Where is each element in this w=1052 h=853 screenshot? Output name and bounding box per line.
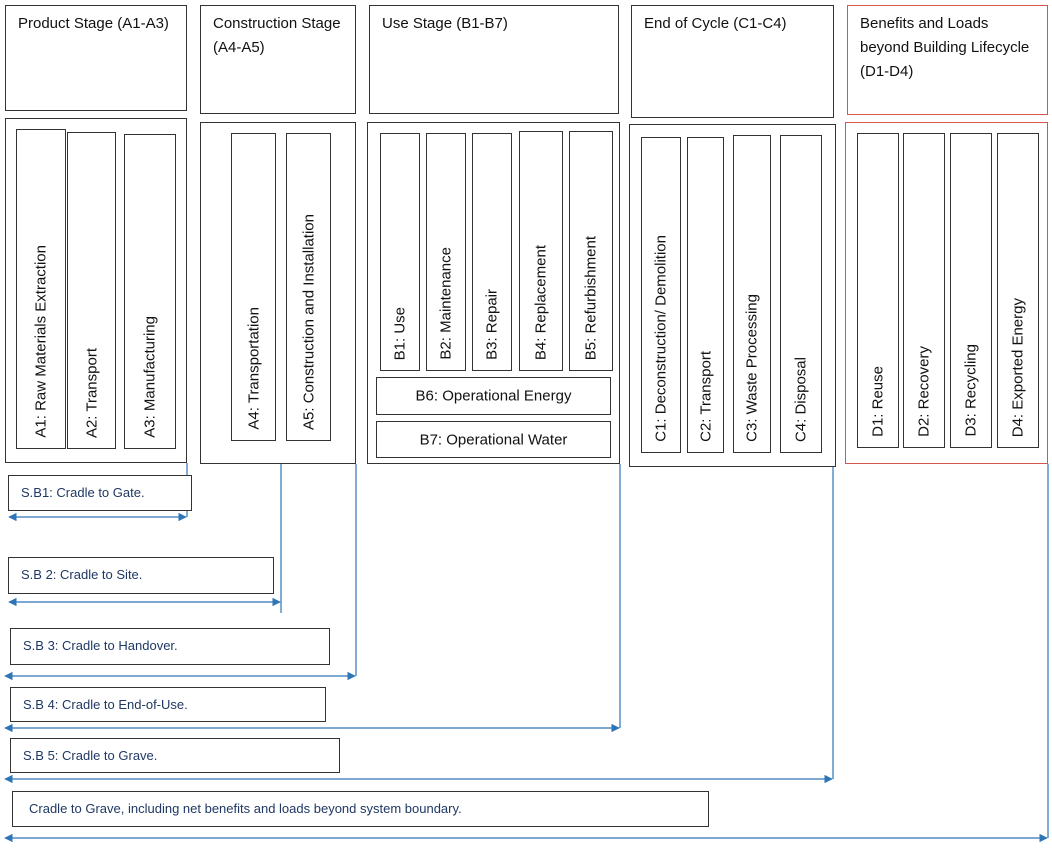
stage-title-use: Use Stage (B1-B7) xyxy=(382,15,508,32)
stage-panel-benefits: D1: Reuse D2: Recovery D3: Recycling D4:… xyxy=(845,122,1048,464)
module-d1: D1: Reuse xyxy=(857,133,899,448)
module-b1: B1: Use xyxy=(380,133,420,371)
module-d4: D4: Exported Energy xyxy=(997,133,1039,448)
module-c2: C2: Transport xyxy=(687,137,724,453)
module-a3: A3: Manufacturing xyxy=(124,134,176,449)
module-c4: C4: Disposal xyxy=(780,135,822,453)
module-c3: C3: Waste Processing xyxy=(733,135,771,453)
stage-title-construction: Construction Stage (A4-A5) xyxy=(213,15,341,56)
boundary-label-sb4: S.B 4: Cradle to End-of-Use. xyxy=(10,687,326,722)
module-b6: B6: Operational Energy xyxy=(376,377,611,415)
boundary-label-sb3: S.B 3: Cradle to Handover. xyxy=(10,628,330,665)
stage-header-product: Product Stage (A1-A3) xyxy=(5,5,187,111)
boundary-label-sb2: S.B 2: Cradle to Site. xyxy=(8,557,274,594)
module-d2: D2: Recovery xyxy=(903,133,945,448)
boundary-label-sb5: S.B 5: Cradle to Grave. xyxy=(10,738,340,773)
stage-header-benefits: Benefits and Loads beyond Building Lifec… xyxy=(847,5,1048,115)
module-b4: B4: Replacement xyxy=(519,131,563,371)
stage-title-product: Product Stage (A1-A3) xyxy=(18,15,169,32)
stage-header-use: Use Stage (B1-B7) xyxy=(369,5,619,114)
stage-header-construction: Construction Stage (A4-A5) xyxy=(200,5,356,114)
module-a1: A1: Raw Materials Extraction xyxy=(16,129,66,449)
boundary-label-sb1: S.B1: Cradle to Gate. xyxy=(8,475,192,511)
module-a5: A5: Construction and Installation xyxy=(286,133,331,441)
stage-panel-end-of-cycle: C1: Deconstruction/ Demolition C2: Trans… xyxy=(629,124,836,467)
module-d3: D3: Recycling xyxy=(950,133,992,448)
stage-header-end-of-cycle: End of Cycle (C1-C4) xyxy=(631,5,834,118)
module-b3: B3: Repair xyxy=(472,133,512,371)
stage-panel-use: B1: Use B2: Maintenance B3: Repair B4: R… xyxy=(367,122,620,464)
stage-panel-product: A1: Raw Materials Extraction A2: Transpo… xyxy=(5,118,187,463)
stage-title-benefits: Benefits and Loads beyond Building Lifec… xyxy=(860,15,1030,80)
module-a2: A2: Transport xyxy=(67,132,116,449)
stage-panel-construction: A4: Transportation A5: Construction and … xyxy=(200,122,356,464)
module-c1: C1: Deconstruction/ Demolition xyxy=(641,137,681,453)
module-a4: A4: Transportation xyxy=(231,133,276,441)
module-b5: B5: Refurbishment xyxy=(569,131,613,371)
stage-title-end-of-cycle: End of Cycle (C1-C4) xyxy=(644,15,787,32)
module-label: B7: Operational Water xyxy=(419,431,568,448)
module-b7: B7: Operational Water xyxy=(376,421,611,458)
module-b2: B2: Maintenance xyxy=(426,133,466,371)
boundary-label-net-benefits: Cradle to Grave, including net benefits … xyxy=(12,791,709,827)
module-label: B6: Operational Energy xyxy=(415,387,572,405)
